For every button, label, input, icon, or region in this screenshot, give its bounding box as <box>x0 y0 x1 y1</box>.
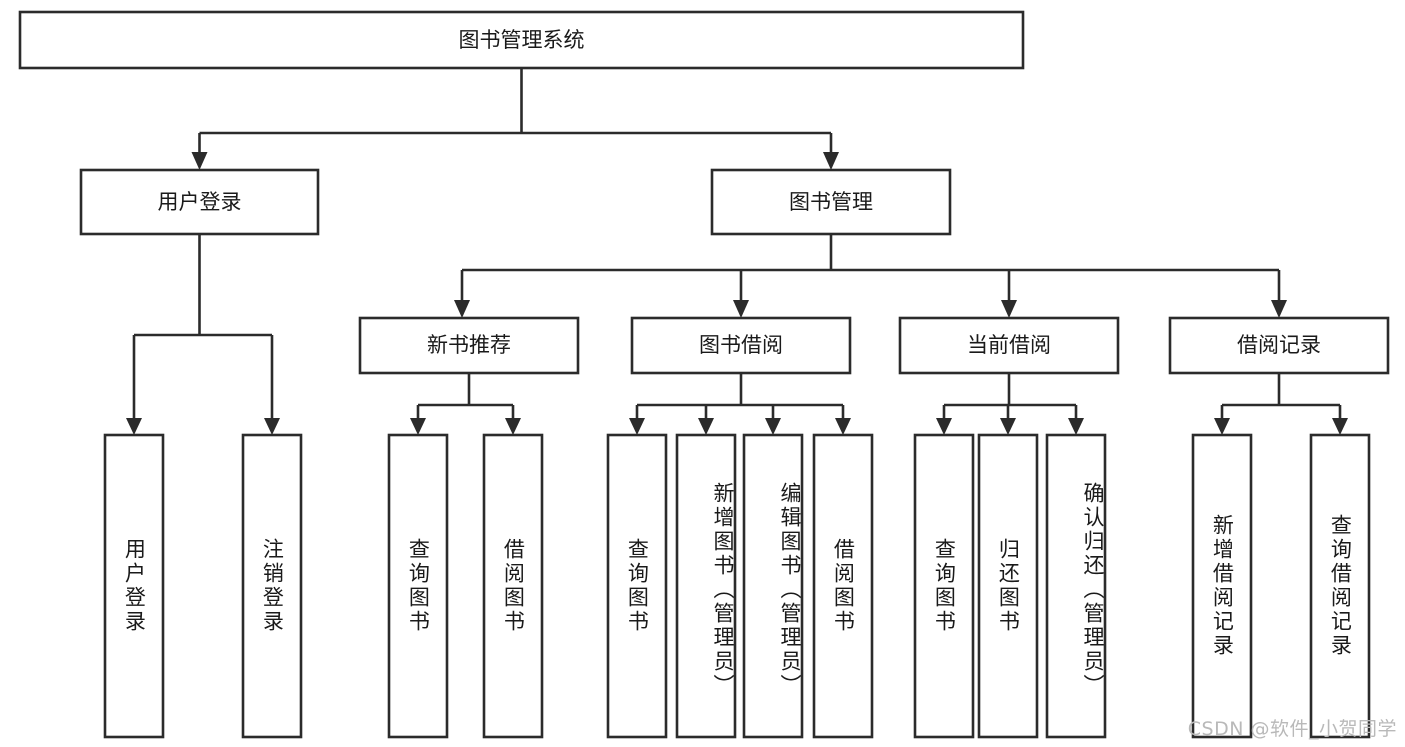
node-label-user-login: 用户登录 <box>158 190 242 214</box>
leaf-box-query-book-current[interactable] <box>913 433 975 739</box>
node-label-book-manage: 图书管理 <box>789 190 873 214</box>
leaf-box-borrow-book-rec[interactable] <box>482 433 544 739</box>
leaf-box-user-login[interactable] <box>103 433 165 739</box>
connector-book-manage-to-level2 <box>454 234 1287 318</box>
node-label-book-borrow: 图书借阅 <box>699 333 783 357</box>
leaf-box-confirm-return-admin[interactable] <box>1045 433 1107 739</box>
node-box-user-login[interactable] <box>79 168 320 236</box>
leaf-box-edit-book-admin[interactable] <box>742 433 804 739</box>
node-box-current-borrow[interactable] <box>898 316 1120 375</box>
leaf-box-borrow-book[interactable] <box>812 433 874 739</box>
leaf-box-query-book-borrow[interactable] <box>606 433 668 739</box>
connector-user-login-to-leaves <box>126 234 280 435</box>
leaf-box-query-book-rec[interactable] <box>387 433 449 739</box>
leaf-box-add-book-admin[interactable] <box>675 433 737 739</box>
connector-borrow-record-to-leaves <box>1214 373 1348 435</box>
node-label-borrow-record: 借阅记录 <box>1237 333 1321 357</box>
leaf-box-add-borrow-record[interactable] <box>1191 433 1253 739</box>
connector-root-to-level1 <box>191 68 839 170</box>
node-box-root[interactable] <box>18 10 1025 70</box>
connector-new-book-rec-to-leaves <box>410 373 521 435</box>
node-box-new-book-rec[interactable] <box>358 316 580 375</box>
connector-current-borrow-to-leaves <box>936 373 1084 435</box>
node-label-root: 图书管理系统 <box>459 28 585 52</box>
leaf-box-logout[interactable] <box>241 433 303 739</box>
csdn-watermark: CSDN @软件_小贺同学 <box>1187 718 1397 740</box>
node-label-new-book-rec: 新书推荐 <box>427 333 511 357</box>
leaf-box-query-borrow-record[interactable] <box>1309 433 1371 739</box>
connector-book-borrow-to-leaves <box>629 373 851 435</box>
node-label-current-borrow: 当前借阅 <box>967 333 1051 357</box>
leaf-box-return-book[interactable] <box>977 433 1039 739</box>
